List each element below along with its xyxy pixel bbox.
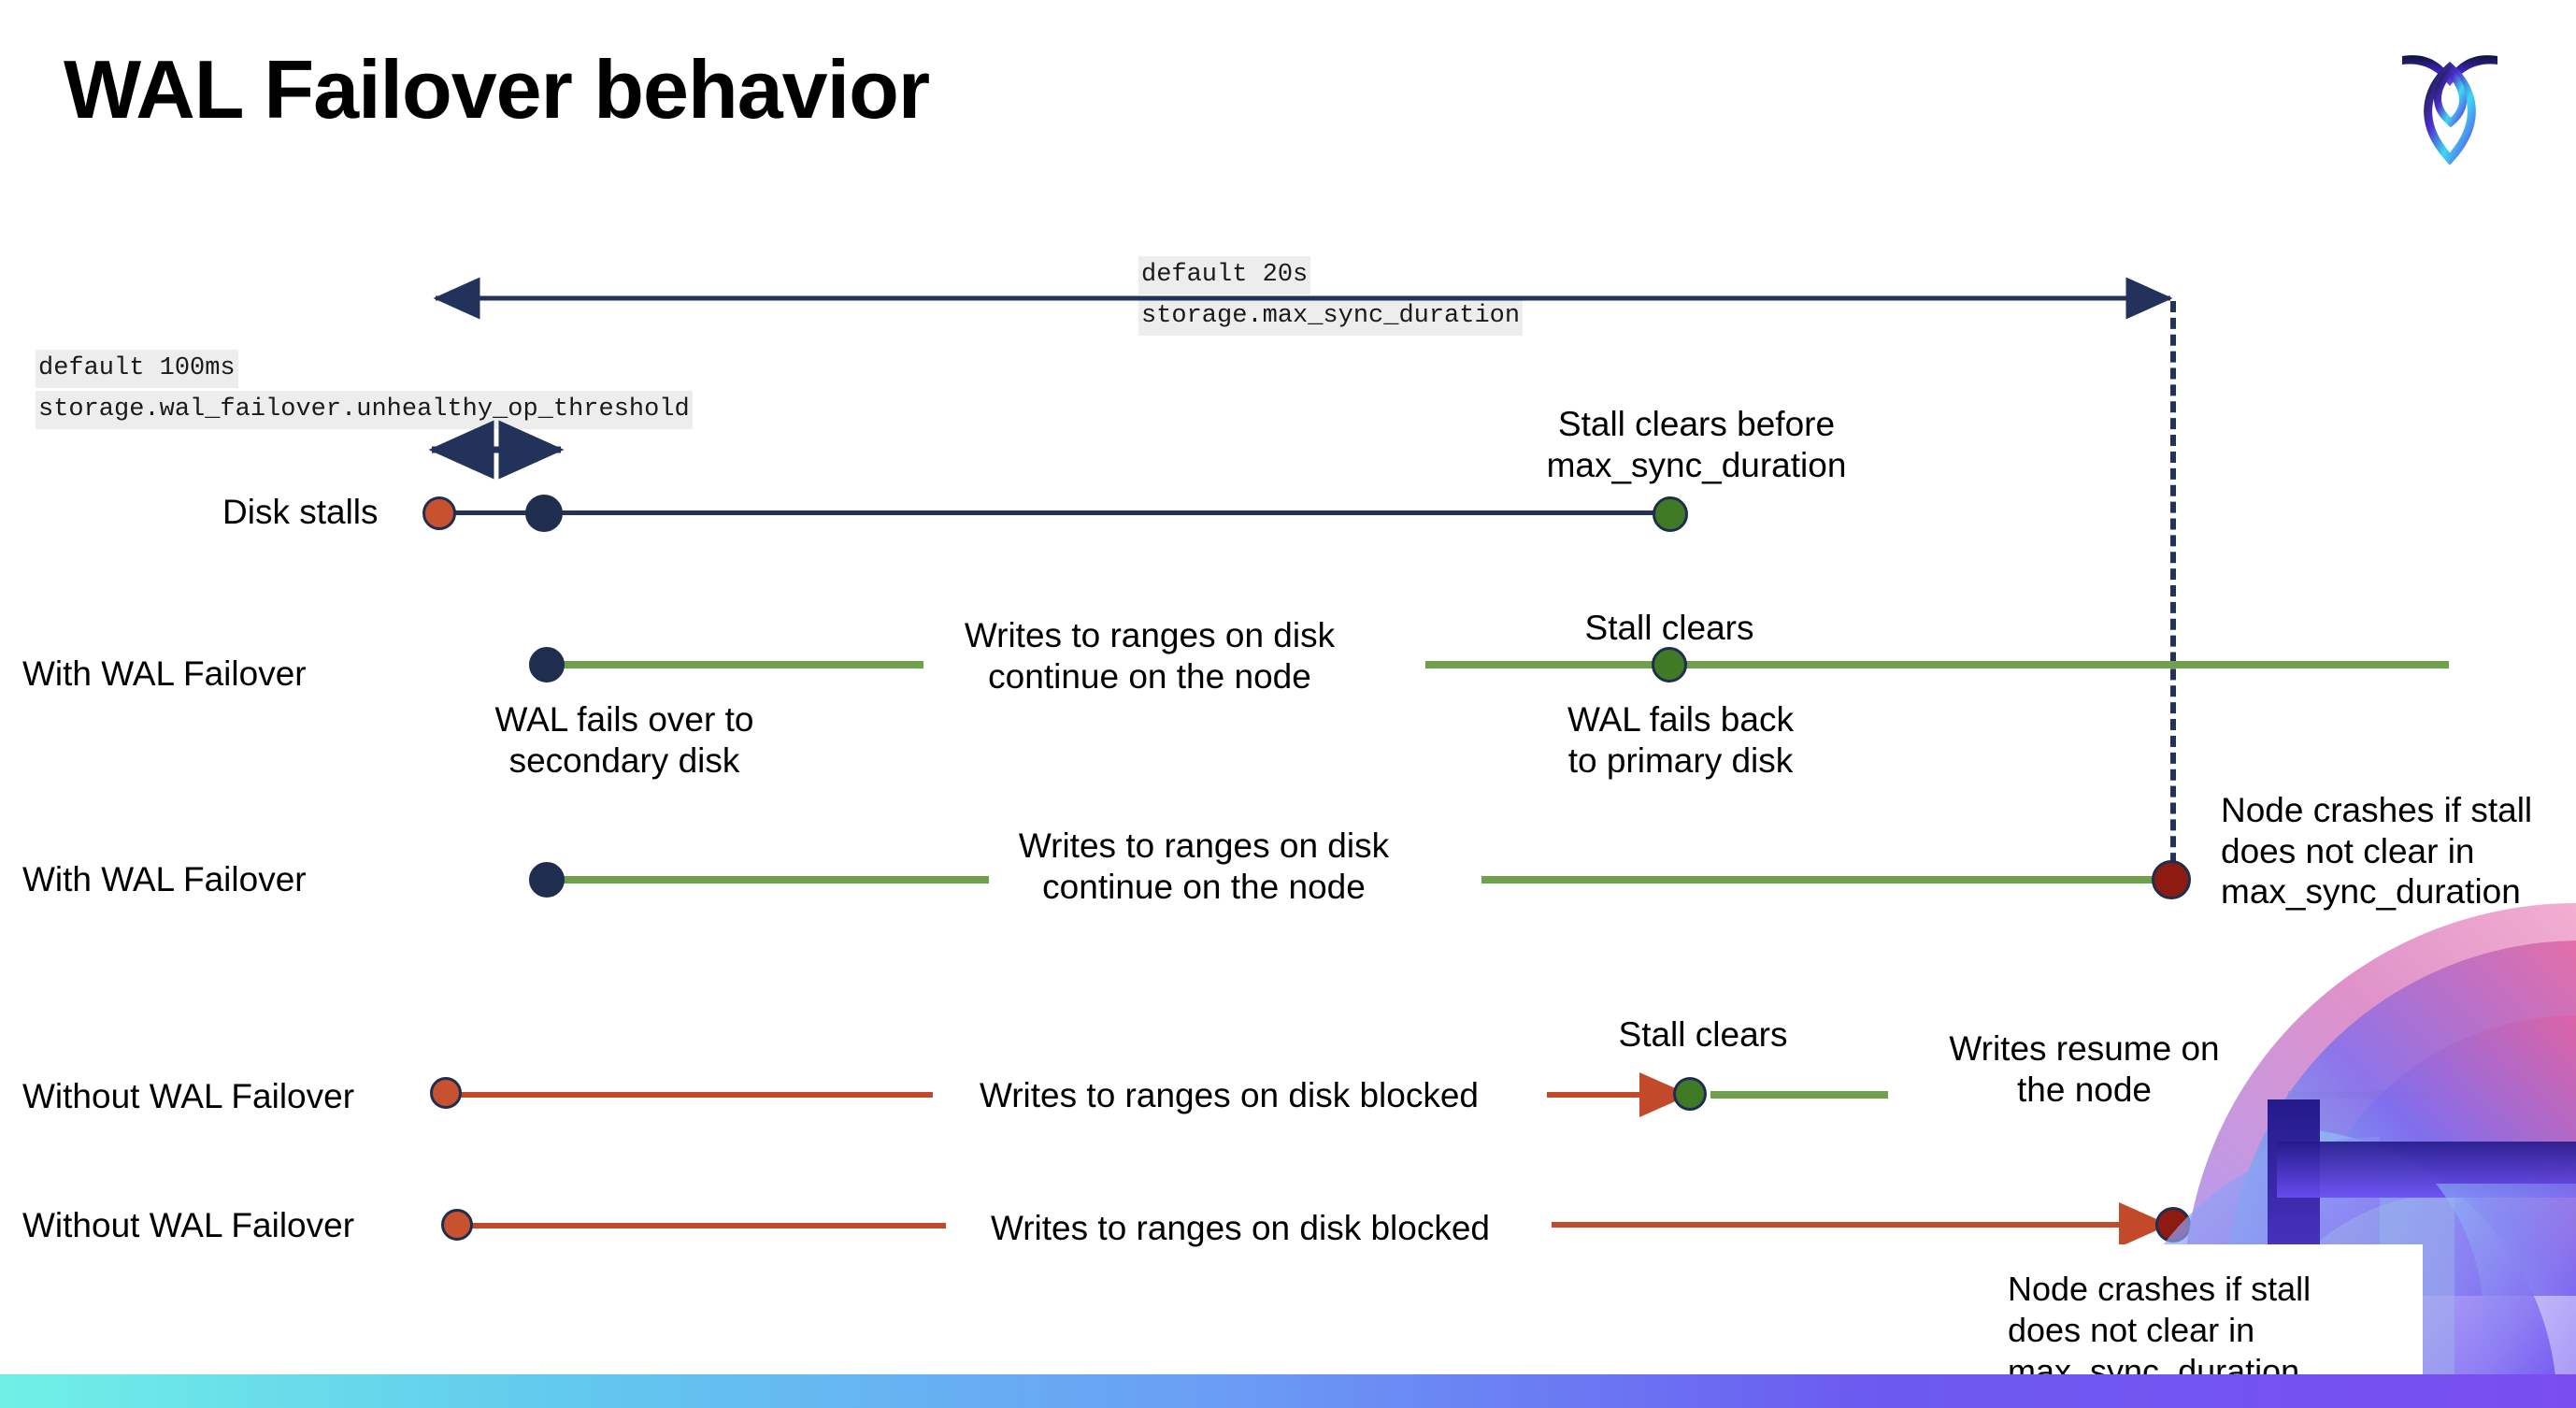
- row2-note-stall-clears: Stall clears: [1584, 609, 1754, 647]
- row1-stall-start-dot: [422, 496, 456, 530]
- row4-green-line-right: [2288, 1091, 2442, 1099]
- bottom-accent-bar: [0, 1374, 2576, 1408]
- row-label-with-wal-failover-1: With WAL Failover: [22, 654, 307, 693]
- row4-green-line-mid: [1710, 1091, 1888, 1099]
- row5-node-crash-dot: [2155, 1207, 2191, 1243]
- row2-note-wal-fails-over: WAL fails over to secondary disk: [494, 700, 754, 780]
- row4-stall-clear-dot: [1673, 1077, 1707, 1111]
- row4-note-stall-clears: Stall clears: [1618, 1015, 1788, 1054]
- row1-note-stall-clears-before: Stall clears before max_sync_duration: [1546, 405, 1847, 484]
- row3-node-crash-dot: [2152, 860, 2191, 899]
- row4-note-writes-resume: Writes resume on the node: [1949, 1029, 2220, 1109]
- row2-green-line-right: [1425, 661, 2449, 668]
- unhealthy-op-threshold-annotation-line1: default 100ms: [36, 350, 238, 389]
- row3-note-writes-continue: Writes to ranges on disk continue on the…: [1018, 826, 1390, 906]
- row-label-without-wal-failover-1: Without WAL Failover: [22, 1077, 355, 1115]
- row5-note-node-crashes: Node crashes if stall does not clear in …: [2008, 1270, 2311, 1390]
- row2-failover-dot: [529, 647, 565, 682]
- row2-stall-clear-dot: [1652, 647, 1687, 682]
- row3-green-line-left: [550, 876, 989, 884]
- row2-note-writes-continue: Writes to ranges on disk continue on the…: [964, 616, 1336, 696]
- row-label-with-wal-failover-2: With WAL Failover: [22, 860, 307, 898]
- row5-note-writes-blocked: Writes to ranges on disk blocked: [990, 1209, 1491, 1247]
- row3-green-line-right: [1481, 876, 2173, 884]
- row1-timeline-line: [439, 510, 1673, 515]
- page-title: WAL Failover behavior: [64, 43, 930, 136]
- logo-icon: [2402, 55, 2497, 165]
- max-sync-duration-dashed-connector: [2170, 301, 2176, 881]
- row5-red-line-left: [460, 1223, 946, 1228]
- row1-stall-clear-dot: [1653, 496, 1688, 532]
- unhealthy-op-threshold-annotation-line2: storage.wal_failover.unhealthy_op_thresh…: [36, 391, 693, 430]
- row5-stall-start-dot: [441, 1209, 473, 1241]
- row4-note-writes-blocked: Writes to ranges on disk blocked: [979, 1076, 1480, 1114]
- row-label-disk-stalls: Disk stalls: [222, 493, 379, 531]
- row-label-without-wal-failover-2: Without WAL Failover: [22, 1206, 355, 1244]
- row2-green-line-left: [550, 661, 923, 668]
- row3-note-node-crashes: Node crashes if stall does not clear in …: [2221, 791, 2533, 912]
- row2-note-wal-fails-back: WAL fails back to primary disk: [1567, 700, 1794, 780]
- row4-stall-start-dot: [430, 1077, 462, 1109]
- row1-failover-trigger-dot: [525, 495, 563, 532]
- row3-failover-dot: [529, 862, 565, 898]
- row4-red-line-left: [447, 1092, 933, 1098]
- cockroachdb-logo: [2389, 34, 2511, 174]
